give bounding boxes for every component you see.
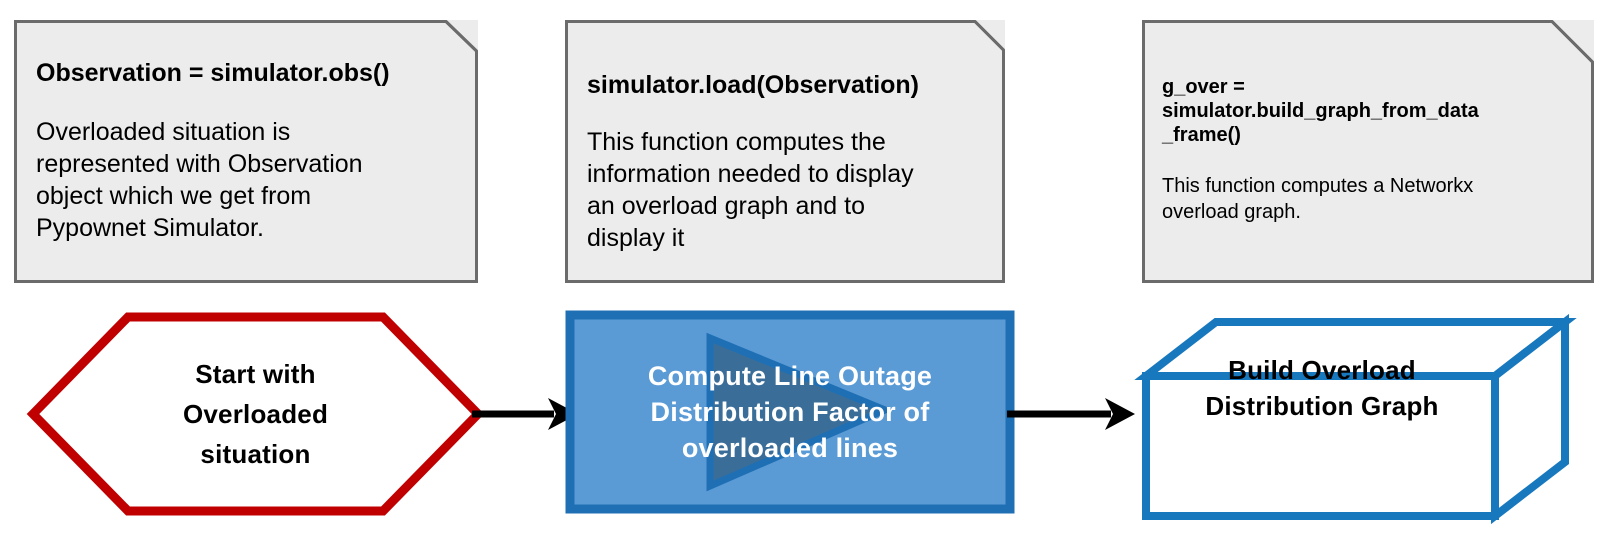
cube-3d-shape xyxy=(1134,313,1577,525)
note-folded-corner-shape xyxy=(14,20,478,283)
note-text: Overloaded situation is represented with… xyxy=(36,118,363,242)
note-folded-corner-shape xyxy=(565,20,1005,283)
note-title: g_over = simulator.build_graph_from_data… xyxy=(1162,76,1479,146)
note-body: Observation = simulator.obs() Overloaded… xyxy=(14,20,478,283)
note-title: Observation = simulator.obs() xyxy=(36,59,390,87)
note-title: simulator.load(Observation) xyxy=(587,71,920,99)
arrow-right-icon xyxy=(472,398,578,430)
process-rectangle-shape xyxy=(565,310,1015,514)
arrow-right-icon-start-to-compute xyxy=(470,392,580,436)
arrow-right-icon-compute-to-build xyxy=(1005,392,1137,436)
note-text: This function computes the information n… xyxy=(587,128,914,252)
hexagon-shape xyxy=(26,312,485,516)
flow-step-start-hexagon[interactable]: Start with Overloaded situation xyxy=(26,305,485,523)
note-body: g_over = simulator.build_graph_from_data… xyxy=(1142,20,1594,283)
note-body: simulator.load(Observation) This functio… xyxy=(565,20,1005,283)
flow-step-build-graph-cube[interactable]: Build Overload Distribution Graph xyxy=(1100,312,1577,525)
arrow-right-icon xyxy=(1007,398,1135,430)
note-folded-corner-shape xyxy=(1142,20,1594,283)
note-card-load[interactable]: simulator.load(Observation) This functio… xyxy=(565,20,1005,283)
note-card-observation[interactable]: Observation = simulator.obs() Overloaded… xyxy=(14,20,478,283)
note-text: This function computes a Networkx overlo… xyxy=(1162,175,1474,223)
play-triangle-icon xyxy=(706,332,894,492)
note-card-build-graph[interactable]: g_over = simulator.build_graph_from_data… xyxy=(1142,20,1594,283)
flow-step-compute-ldf[interactable]: Compute Line Outage Distribution Factor … xyxy=(565,310,1015,514)
